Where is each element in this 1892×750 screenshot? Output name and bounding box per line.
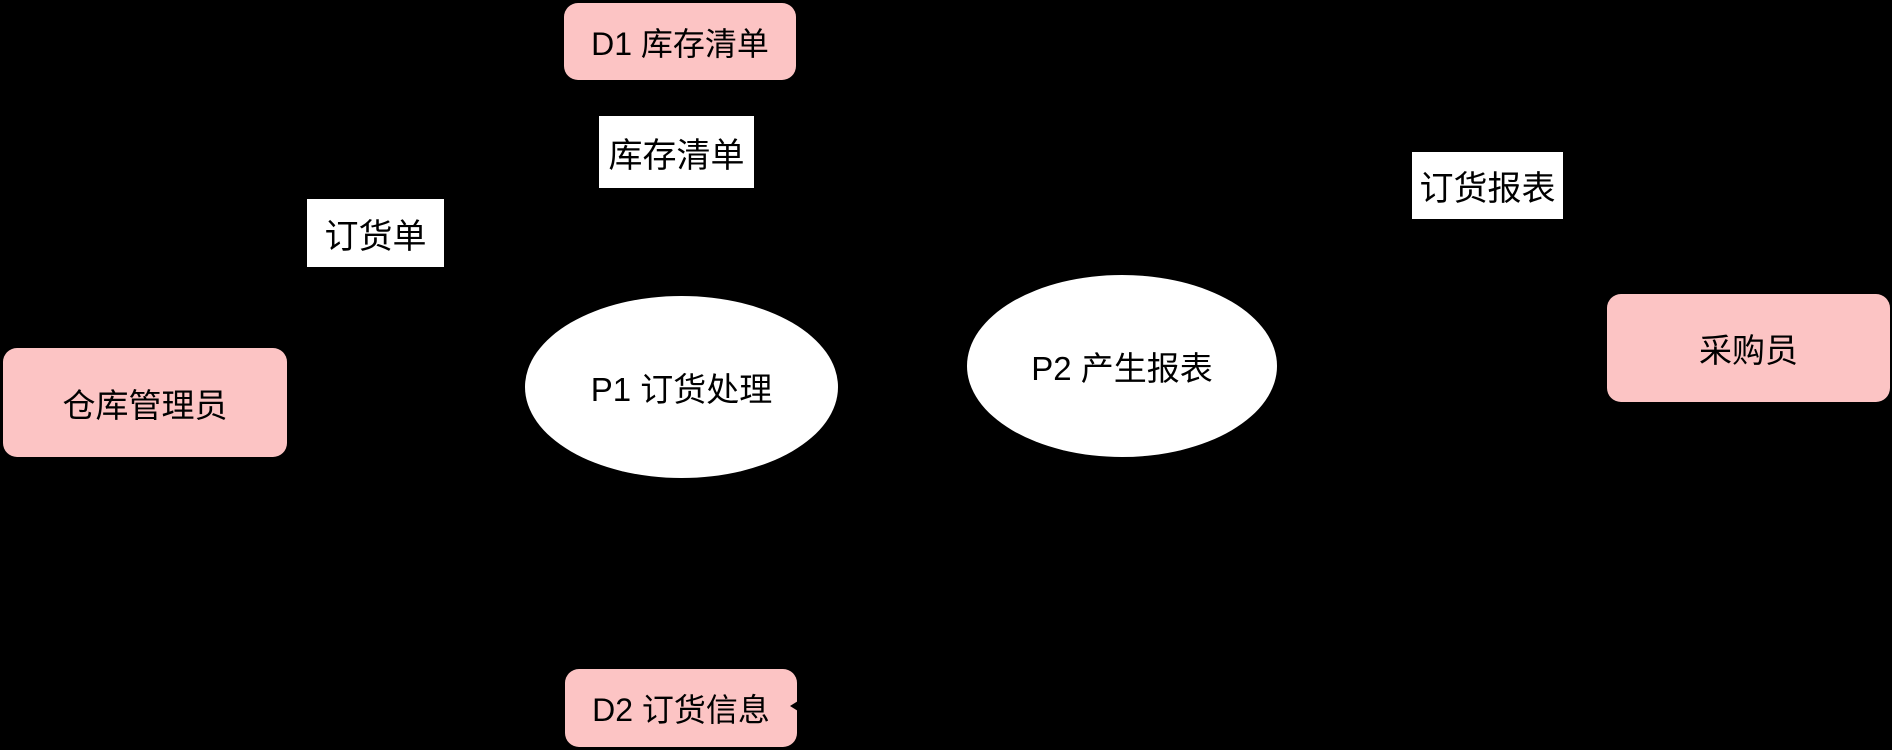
external-entity-purchaser-label: 采购员 — [1699, 332, 1798, 369]
data-store-d2-label: D2 订货信息 — [592, 692, 770, 728]
process-p1: P1 订货处理 — [525, 296, 838, 478]
external-entity-warehouse-manager-label: 仓库管理员 — [62, 386, 228, 424]
data-store-d1: D1 库存清单 — [564, 3, 796, 80]
data-store-d1-label: D1 库存清单 — [591, 25, 769, 62]
flow-label-order-form: 订货单 — [307, 199, 444, 267]
arrowhead-icon — [790, 701, 798, 711]
flow-label-inventory-list-text: 库存清单 — [608, 136, 745, 175]
process-p2: P2 产生报表 — [967, 275, 1277, 457]
external-entity-warehouse-manager: 仓库管理员 — [3, 348, 287, 457]
process-p1-label: P1 订货处理 — [590, 371, 773, 408]
process-p2-label: P2 产生报表 — [1031, 350, 1213, 387]
data-store-d2: D2 订货信息 — [565, 669, 797, 747]
external-entity-purchaser: 采购员 — [1607, 294, 1890, 402]
flow-label-inventory-list: 库存清单 — [599, 116, 754, 188]
flow-label-order-report-text: 订货报表 — [1419, 170, 1556, 208]
flow-label-order-form-text: 订货单 — [324, 217, 427, 256]
flow-label-order-report: 订货报表 — [1412, 152, 1563, 219]
